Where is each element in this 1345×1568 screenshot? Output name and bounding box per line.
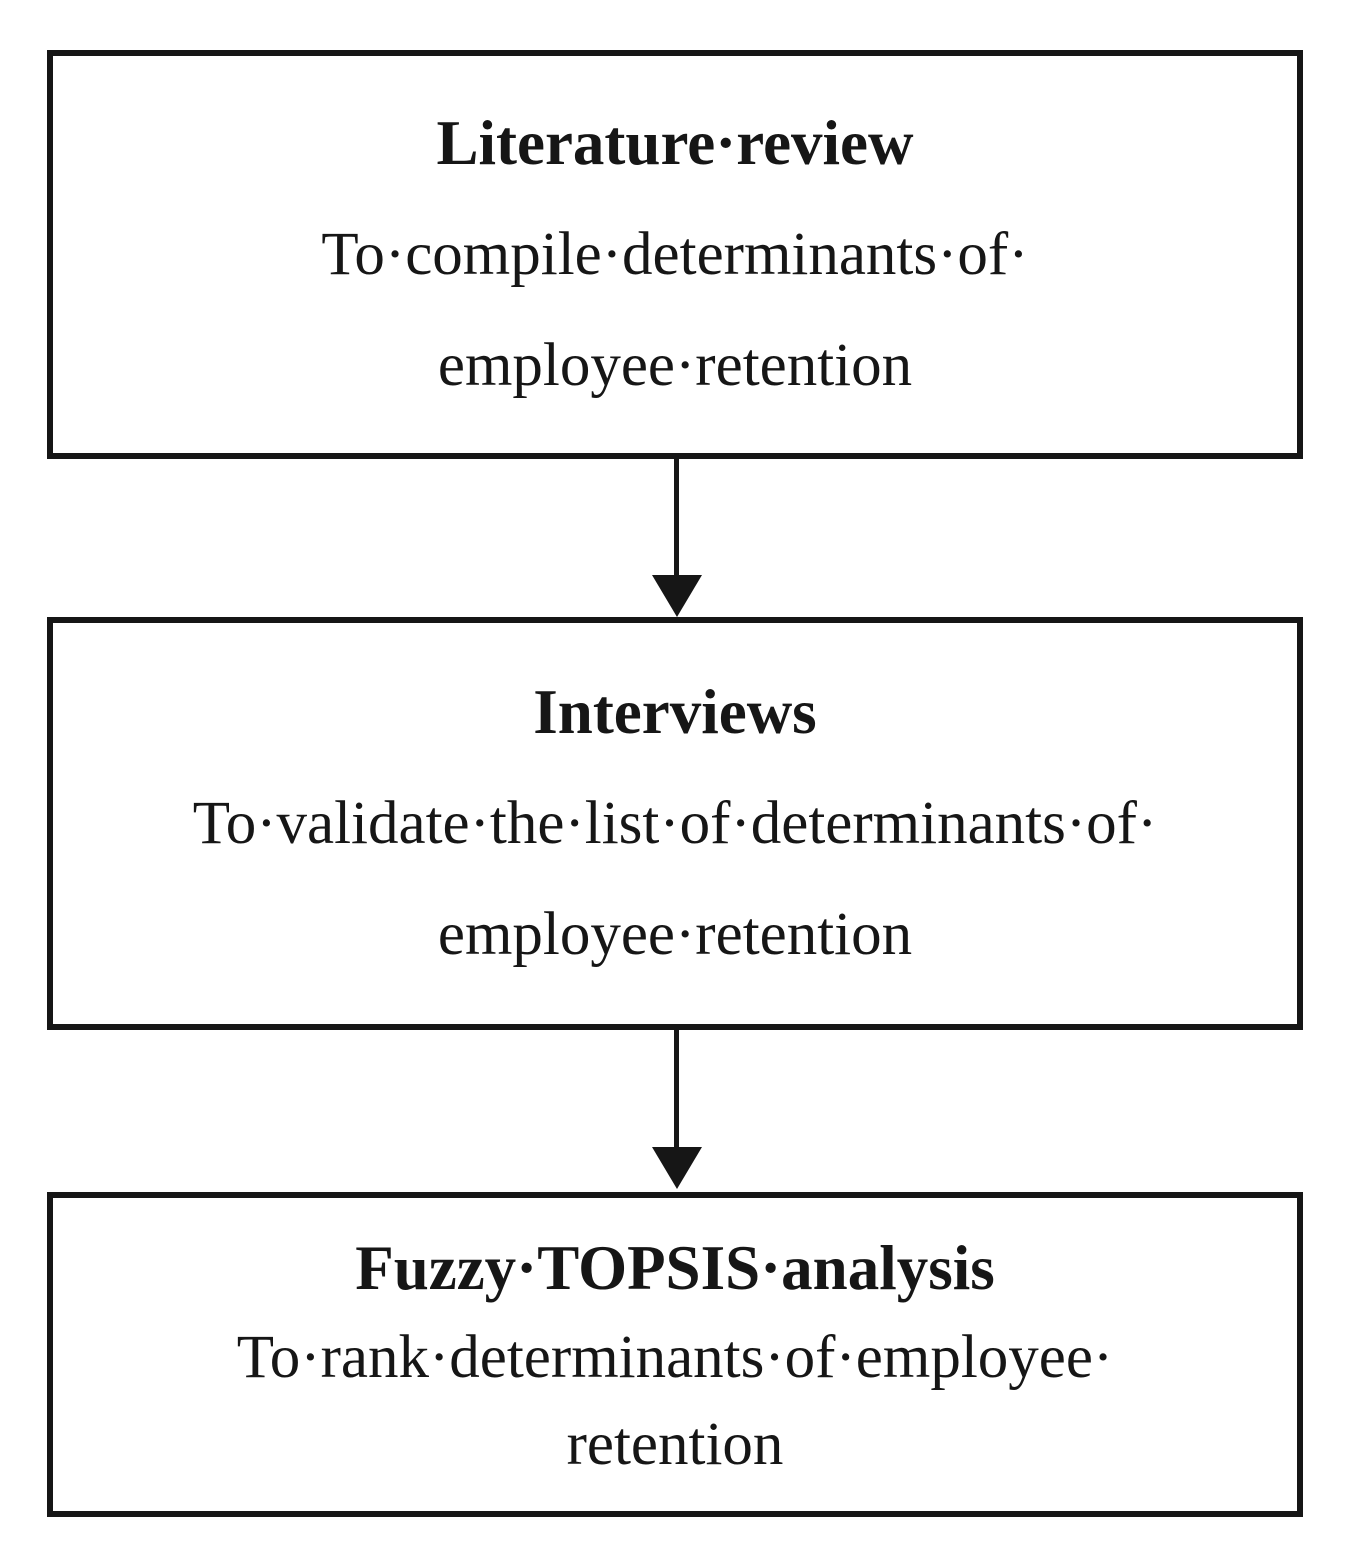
step-description-line: employee·retention xyxy=(437,332,913,399)
step-description-line: employee·retention xyxy=(437,901,913,968)
step-description-line: To·rank·determinants·of·employee· xyxy=(236,1323,1114,1391)
step-title: Interviews xyxy=(533,677,817,747)
flow-box-literature-review: Literature·review To·compile·determinant… xyxy=(47,50,1303,459)
arrow-head-icon xyxy=(652,575,702,617)
flow-box-interviews: Interviews To·validate·the·list·of·deter… xyxy=(47,617,1303,1030)
step-title: Literature·review xyxy=(436,108,914,178)
step-description-line: To·validate·the·list·of·determinants·of· xyxy=(192,790,1158,857)
step-description-line: retention xyxy=(566,1410,784,1478)
arrow-stem xyxy=(674,458,679,580)
flow-box-fuzzy-topsis-analysis: Fuzzy·TOPSIS·analysis To·rank·determinan… xyxy=(47,1192,1303,1517)
arrow-head-icon xyxy=(652,1147,702,1189)
arrow-stem xyxy=(674,1029,679,1151)
step-description-line: To·compile·determinants·of· xyxy=(321,221,1029,288)
step-title: Fuzzy·TOPSIS·analysis xyxy=(355,1232,995,1303)
